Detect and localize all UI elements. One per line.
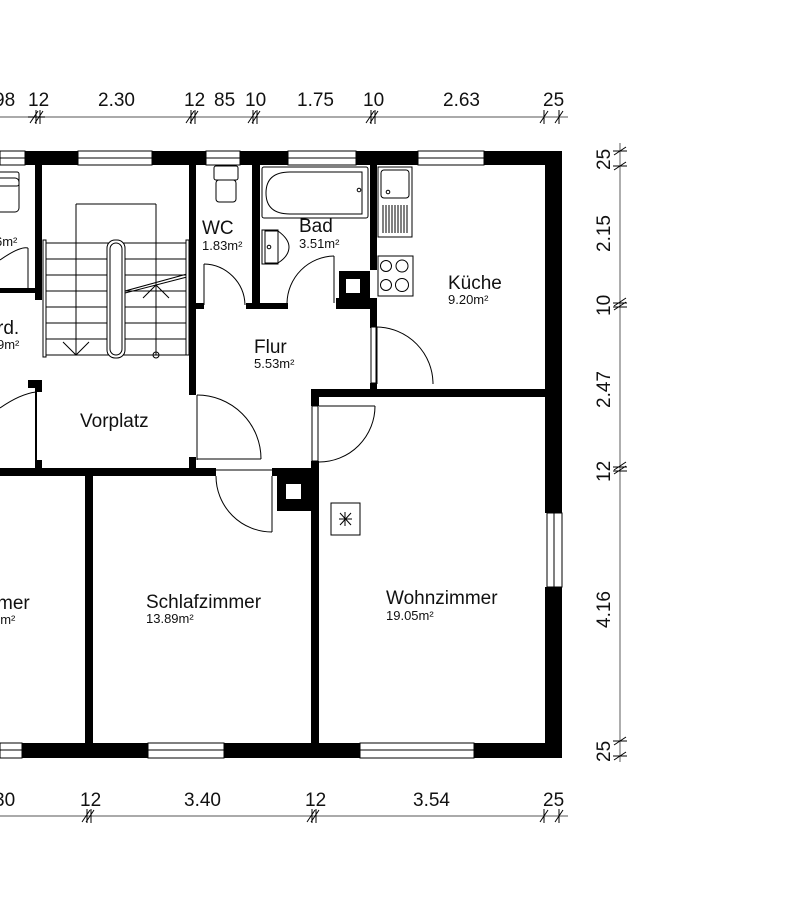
toilet-icon [0, 171, 20, 213]
wc-door [203, 263, 246, 306]
window-right-wohnzimmer [546, 512, 563, 588]
room-wc: WC 1.83m² [202, 218, 243, 253]
dim-right-5: 4.16 [594, 591, 615, 628]
dim-ticks-top [28, 110, 564, 124]
room-area: 6m² [0, 234, 18, 249]
dim-bottom-1: 12 [80, 790, 101, 811]
room-area: 5.53m² [254, 356, 295, 371]
room-name: mer [0, 593, 30, 614]
window-bottom-1 [0, 742, 23, 759]
windows [0, 150, 563, 759]
wohnzimmer-door [311, 405, 376, 463]
window-bottom-wohn [359, 742, 475, 759]
schlafzimmer-door [215, 469, 273, 533]
washbasin-icon [261, 229, 290, 265]
dim-top-8: 2.63 [443, 90, 480, 111]
wc-toilet-icon [213, 165, 239, 203]
top-dimension-chain: 98 12 2.30 12 85 10 1.75 10 2.63 25 [0, 90, 568, 124]
room-kueche: Küche 9.20m² [448, 273, 502, 307]
dim-ticks-bottom [81, 809, 564, 823]
room-area: 6m² [0, 612, 16, 627]
room-kinderzimmer: mer 6m² [0, 593, 30, 627]
room-area: 13.89m² [146, 611, 194, 626]
dim-bottom-4: 3.54 [413, 790, 450, 811]
door-left-partial [0, 247, 37, 460]
ceiling-outlet-icon [330, 502, 361, 536]
dim-top-0: 98 [0, 90, 15, 111]
room-name: Bad [299, 216, 333, 237]
dim-right-1: 2.15 [594, 215, 615, 252]
room-vorplatz: Vorplatz [80, 411, 149, 432]
window-top-wc [205, 150, 241, 166]
stove-icon [377, 255, 414, 297]
window-top-bad [287, 150, 357, 166]
room-name: WC [202, 218, 234, 239]
chimney-icon [339, 271, 370, 302]
staircase-icon [42, 203, 190, 359]
dim-ticks-right [613, 146, 627, 761]
room-name: Wohnzimmer [386, 588, 498, 609]
dim-right-6: 25 [594, 741, 615, 762]
outer-walls [22, 151, 562, 758]
room-bad: Bad 3.51m² [299, 216, 340, 251]
flur-entry-door [196, 394, 262, 460]
chimney-icon-2 [277, 476, 312, 511]
room-name: rd. [0, 318, 19, 339]
bottom-dimension-chain: 30 12 3.40 12 3.54 25 [0, 790, 568, 823]
dim-bottom-0: 30 [0, 790, 15, 811]
dim-top-3: 12 [184, 90, 205, 111]
room-name: Flur [254, 337, 287, 358]
dim-right-4: 12 [594, 461, 615, 482]
dim-top-2: 2.30 [98, 90, 135, 111]
bathtub-icon [261, 166, 369, 219]
window-top-1 [0, 150, 26, 166]
dim-right-2: 10 [594, 295, 615, 316]
room-abstellraum: rd. 9m² [0, 318, 20, 352]
room-schlafzimmer: Schlafzimmer 13.89m² [146, 592, 262, 626]
dim-bottom-3: 12 [305, 790, 326, 811]
room-area: 9m² [0, 337, 20, 352]
dim-right-0: 25 [594, 149, 615, 170]
dim-top-7: 10 [363, 90, 384, 111]
kitchen-sink-icon [377, 166, 413, 238]
dim-top-4: 85 [214, 90, 235, 111]
dim-bottom-5: 25 [543, 790, 564, 811]
dim-right-3: 2.47 [594, 371, 615, 408]
room-area: 3.51m² [299, 236, 340, 251]
room-area: 9.20m² [448, 292, 489, 307]
dim-top-5: 10 [245, 90, 266, 111]
interior-walls [0, 165, 556, 743]
kueche-door [370, 326, 434, 385]
room-wohnzimmer: Wohnzimmer 19.05m² [386, 588, 498, 623]
right-dimension-chain: 25 2.15 10 2.47 12 4.16 25 [594, 143, 627, 762]
dim-top-1: 12 [28, 90, 49, 111]
window-top-kueche [417, 150, 485, 166]
room-flur: Flur 5.53m² [254, 337, 295, 371]
room-name: Schlafzimmer [146, 592, 262, 613]
room-area: 1.83m² [202, 238, 243, 253]
dim-bottom-2: 3.40 [184, 790, 221, 811]
dim-top-9: 25 [543, 90, 564, 111]
window-top-stair [77, 150, 153, 166]
room-name: Vorplatz [80, 411, 149, 432]
dim-top-6: 1.75 [297, 90, 334, 111]
window-bottom-schlaf [147, 742, 225, 759]
bad-door [286, 255, 335, 304]
room-name: Küche [448, 273, 502, 294]
room-area: 19.05m² [386, 608, 434, 623]
room-partial-top: 6m² [0, 234, 18, 249]
